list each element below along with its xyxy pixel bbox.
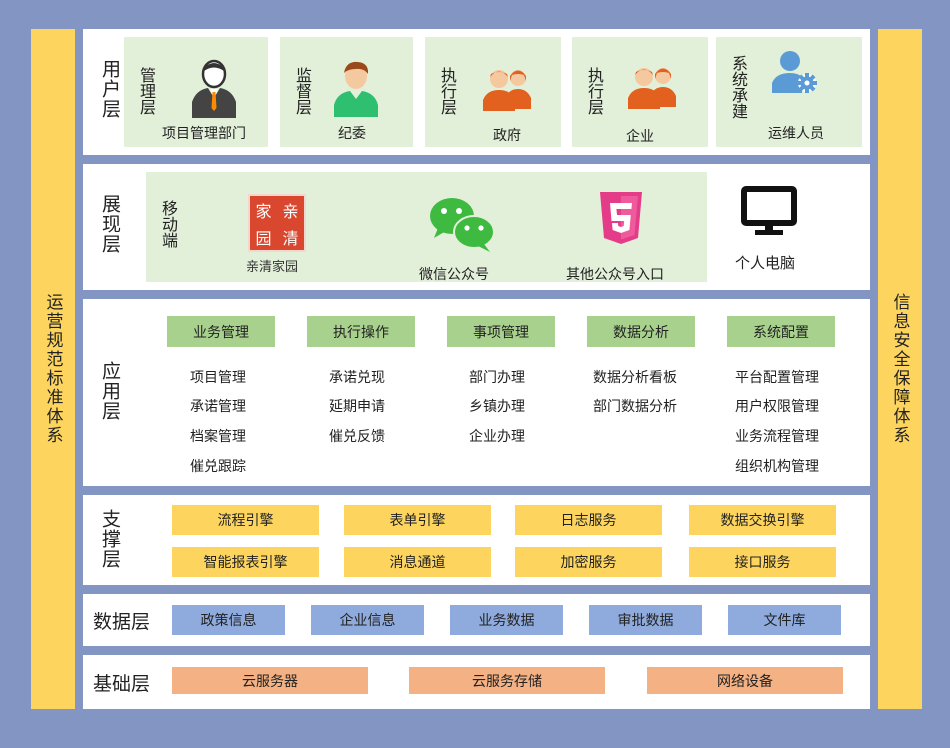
app-header-analysis: 数据分析 — [587, 316, 695, 347]
logo-caption: 亲清家园 — [246, 260, 299, 275]
app-header-config: 系统配置 — [727, 316, 835, 347]
support-layer: 支撑层 流程引擎 表单引擎 日志服务 数据交换引擎 智能报表引擎 消息通道 加密… — [83, 495, 870, 585]
pc-monitor-icon — [741, 186, 797, 235]
app-item: 部门办理 — [469, 370, 525, 386]
app-item: 组织机构管理 — [735, 459, 819, 475]
group-people-icon — [483, 70, 531, 111]
support-item: 智能报表引擎 — [172, 547, 319, 577]
user-layer-label: 用户层 — [99, 59, 121, 119]
display-layer-label: 展现层 — [99, 194, 121, 254]
user-card-name: 企业 — [626, 129, 654, 145]
support-item: 日志服务 — [515, 505, 662, 535]
user-card-name: 运维人员 — [768, 126, 824, 142]
user-card-role: 执行层 — [585, 67, 604, 115]
security-system-bar: 信息安全保障体系 — [878, 29, 922, 709]
logo-char: 亲 — [282, 201, 299, 221]
user-card-name: 纪委 — [338, 126, 366, 142]
user-card-government: 执行层 政府 — [425, 37, 561, 147]
data-item: 文件库 — [728, 605, 841, 635]
base-item: 云服务存储 — [409, 667, 605, 694]
user-layer: 用户层 管理层 项目管理部门 监督层 纪委 执行层 — [83, 29, 870, 155]
user-card-name: 项目管理部门 — [162, 126, 246, 142]
base-item: 网络设备 — [647, 667, 843, 694]
app-item: 催兑跟踪 — [190, 459, 246, 475]
app-item: 平台配置管理 — [735, 370, 819, 386]
app-header-execution: 执行操作 — [307, 316, 415, 347]
data-item: 政策信息 — [172, 605, 285, 635]
user-card-name: 政府 — [493, 128, 521, 144]
inspector-person-icon — [334, 61, 378, 117]
base-layer: 基础层 云服务器 云服务存储 网络设备 — [83, 655, 870, 709]
base-layer-label: 基础层 — [93, 673, 151, 695]
qinqing-logo-icon: 家 亲 园 清 — [248, 194, 306, 252]
user-card-role: 系统承建 — [729, 55, 748, 119]
other-entry-label: 其他公众号入口 — [566, 267, 664, 283]
user-card-supervision: 监督层 纪委 — [280, 37, 413, 147]
app-item: 乡镇办理 — [469, 399, 525, 415]
support-layer-label: 支撑层 — [99, 509, 121, 569]
wechat-label: 微信公众号 — [419, 267, 489, 283]
wechat-icon — [430, 198, 495, 252]
app-item: 承诺管理 — [190, 399, 246, 415]
app-header-matters: 事项管理 — [447, 316, 555, 347]
support-item: 消息通道 — [344, 547, 491, 577]
user-card-role: 管理层 — [137, 67, 156, 115]
app-item: 承诺兑现 — [329, 370, 385, 386]
app-item: 部门数据分析 — [593, 399, 677, 415]
group-people-icon — [628, 68, 676, 109]
security-system-label: 信息安全保障体系 — [889, 293, 910, 445]
app-item: 催兑反馈 — [329, 429, 385, 445]
data-item: 业务数据 — [450, 605, 563, 635]
logo-char: 家 — [255, 201, 272, 221]
ops-standards-bar: 运营规范标准体系 — [31, 29, 75, 709]
ops-standards-label: 运营规范标准体系 — [42, 293, 63, 445]
display-layer: 展现层 移动端 家 亲 园 清 亲清家园 微信公众号 — [83, 164, 870, 290]
user-gear-icon — [772, 51, 817, 93]
support-item: 接口服务 — [689, 547, 836, 577]
app-item: 档案管理 — [190, 429, 246, 445]
support-item: 加密服务 — [515, 547, 662, 577]
mobile-panel: 移动端 家 亲 园 清 亲清家园 微信公众号 — [146, 172, 707, 283]
app-header-business: 业务管理 — [167, 316, 275, 347]
application-layer-label: 应用层 — [99, 361, 121, 421]
user-card-role: 执行层 — [438, 67, 457, 115]
app-item: 数据分析看板 — [593, 370, 677, 386]
user-card-enterprise: 执行层 企业 — [572, 37, 708, 147]
app-item: 企业办理 — [469, 429, 525, 445]
data-item: 企业信息 — [311, 605, 424, 635]
user-card-ops: 系统承建 运维人员 — [716, 37, 862, 147]
application-layer: 应用层 业务管理 执行操作 事项管理 数据分析 系统配置 项目管理 承诺管理 档… — [83, 299, 870, 486]
support-item: 流程引擎 — [172, 505, 319, 535]
app-item: 延期申请 — [329, 399, 385, 415]
pc-label: 个人电脑 — [735, 254, 796, 272]
data-layer: 数据层 政策信息 企业信息 业务数据 审批数据 文件库 — [83, 594, 870, 646]
base-item: 云服务器 — [172, 667, 368, 694]
user-card-management: 管理层 项目管理部门 — [124, 37, 268, 147]
data-layer-label: 数据层 — [93, 611, 151, 633]
html5-icon — [600, 192, 642, 244]
user-card-role: 监督层 — [293, 67, 312, 115]
manager-person-icon — [192, 59, 236, 118]
app-item: 用户权限管理 — [735, 399, 819, 415]
app-item: 业务流程管理 — [735, 429, 819, 445]
logo-char: 园 — [255, 228, 272, 248]
app-item: 项目管理 — [190, 370, 246, 386]
mobile-label: 移动端 — [159, 200, 178, 248]
support-item: 表单引擎 — [344, 505, 491, 535]
support-item: 数据交换引擎 — [689, 505, 836, 535]
logo-char: 清 — [282, 228, 299, 248]
data-item: 审批数据 — [589, 605, 702, 635]
